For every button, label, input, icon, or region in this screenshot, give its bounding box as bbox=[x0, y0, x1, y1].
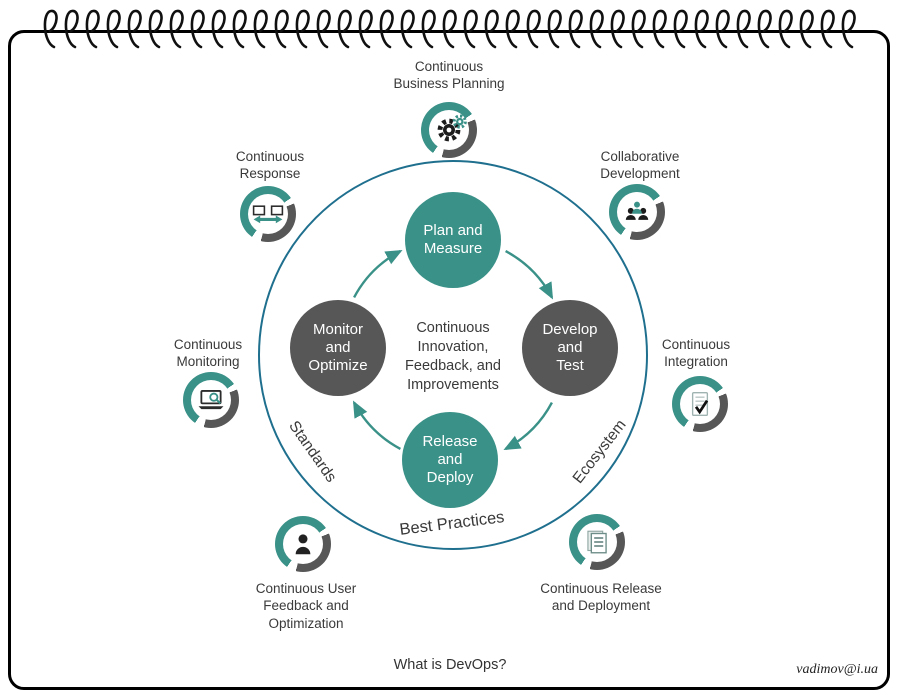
author-credit: vadimov@i.ua bbox=[796, 662, 878, 677]
team-glyph bbox=[609, 184, 665, 240]
checklist-glyph bbox=[672, 376, 728, 432]
laptop-monitoring-icon bbox=[183, 372, 239, 428]
page-title: What is DevOps? bbox=[393, 657, 507, 673]
checklist-icon bbox=[672, 376, 728, 432]
document-glyph bbox=[569, 514, 625, 570]
laptop-glyph bbox=[183, 372, 239, 428]
gears-icon bbox=[421, 102, 477, 158]
user-glyph bbox=[275, 516, 331, 572]
satellite-label-collaborative-development: Collaborative Development bbox=[600, 149, 680, 182]
node-monitor-and-optimize: Monitor and Optimize bbox=[290, 300, 386, 396]
document-icon bbox=[569, 514, 625, 570]
satellite-label-continuous-integration: Continuous Integration bbox=[661, 337, 731, 370]
satellite-label-continuous-monitoring: Continuous Monitoring bbox=[173, 337, 243, 370]
satellite-label-user-feedback: Continuous User Feedback and Optimizatio… bbox=[255, 581, 357, 631]
node-plan-and-measure: Plan and Measure bbox=[405, 192, 501, 288]
spiral-binding-decoration bbox=[43, 9, 856, 49]
team-icon bbox=[609, 184, 665, 240]
satellite-label-business-planning: Continuous Business Planning bbox=[393, 59, 505, 92]
gears-glyph bbox=[421, 102, 477, 158]
satellite-label-release-deployment: Continuous Release and Deployment bbox=[540, 581, 662, 614]
user-icon bbox=[275, 516, 331, 572]
center-cycle-text: Continuous Innovation, Feedback, and Imp… bbox=[405, 320, 501, 393]
node-release-and-deploy: Release and Deploy bbox=[402, 412, 498, 508]
sync-screens-glyph bbox=[240, 186, 296, 242]
node-develop-and-test: Develop and Test bbox=[522, 300, 618, 396]
sync-screens-icon bbox=[240, 186, 296, 242]
satellite-label-continuous-response: Continuous Response bbox=[235, 149, 305, 182]
